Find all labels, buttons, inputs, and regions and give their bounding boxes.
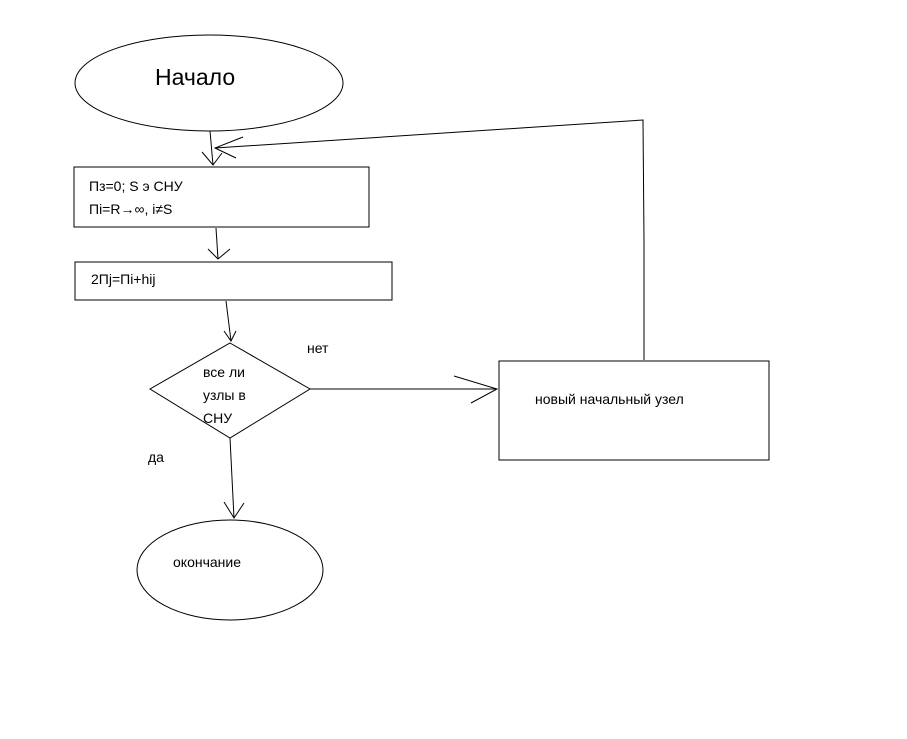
end-label: окончание xyxy=(173,554,242,570)
new-node-label: новый начальный узел xyxy=(535,391,684,407)
arrowhead-start-to-init xyxy=(201,151,223,166)
new-node-box xyxy=(498,360,770,461)
calc-label: 2Пj=Пi+hij xyxy=(91,271,156,287)
decision-label-line1: все ли xyxy=(203,364,245,380)
arrowhead-decision-to-end xyxy=(223,501,245,519)
arrowhead-decision-to-new-node xyxy=(453,375,499,404)
connector-start-to-init xyxy=(209,130,214,166)
init-label-line2: Пi=R→∞, i≠S xyxy=(89,201,173,217)
connector-init-to-calc xyxy=(215,227,219,260)
connector-calc-to-decision xyxy=(225,300,232,342)
arrowhead-loop-back xyxy=(213,136,244,159)
init-label-line1: Пз=0; S э СНУ xyxy=(89,178,183,194)
arrowhead-init-to-calc xyxy=(207,248,231,260)
start-label: Начало xyxy=(155,64,236,90)
arrowhead-calc-to-decision xyxy=(223,330,237,342)
init-box xyxy=(73,166,370,228)
start-ellipse xyxy=(74,34,344,132)
end-ellipse xyxy=(136,519,324,621)
decision-label-line3: СНУ xyxy=(203,410,233,426)
calc-box xyxy=(74,261,393,301)
connector-decision-to-end xyxy=(229,437,235,519)
decision-label-line2: узлы в xyxy=(203,387,246,403)
no-branch-label: нет xyxy=(307,340,329,356)
connector-loop-back xyxy=(214,119,645,360)
yes-branch-label: да xyxy=(148,449,164,465)
